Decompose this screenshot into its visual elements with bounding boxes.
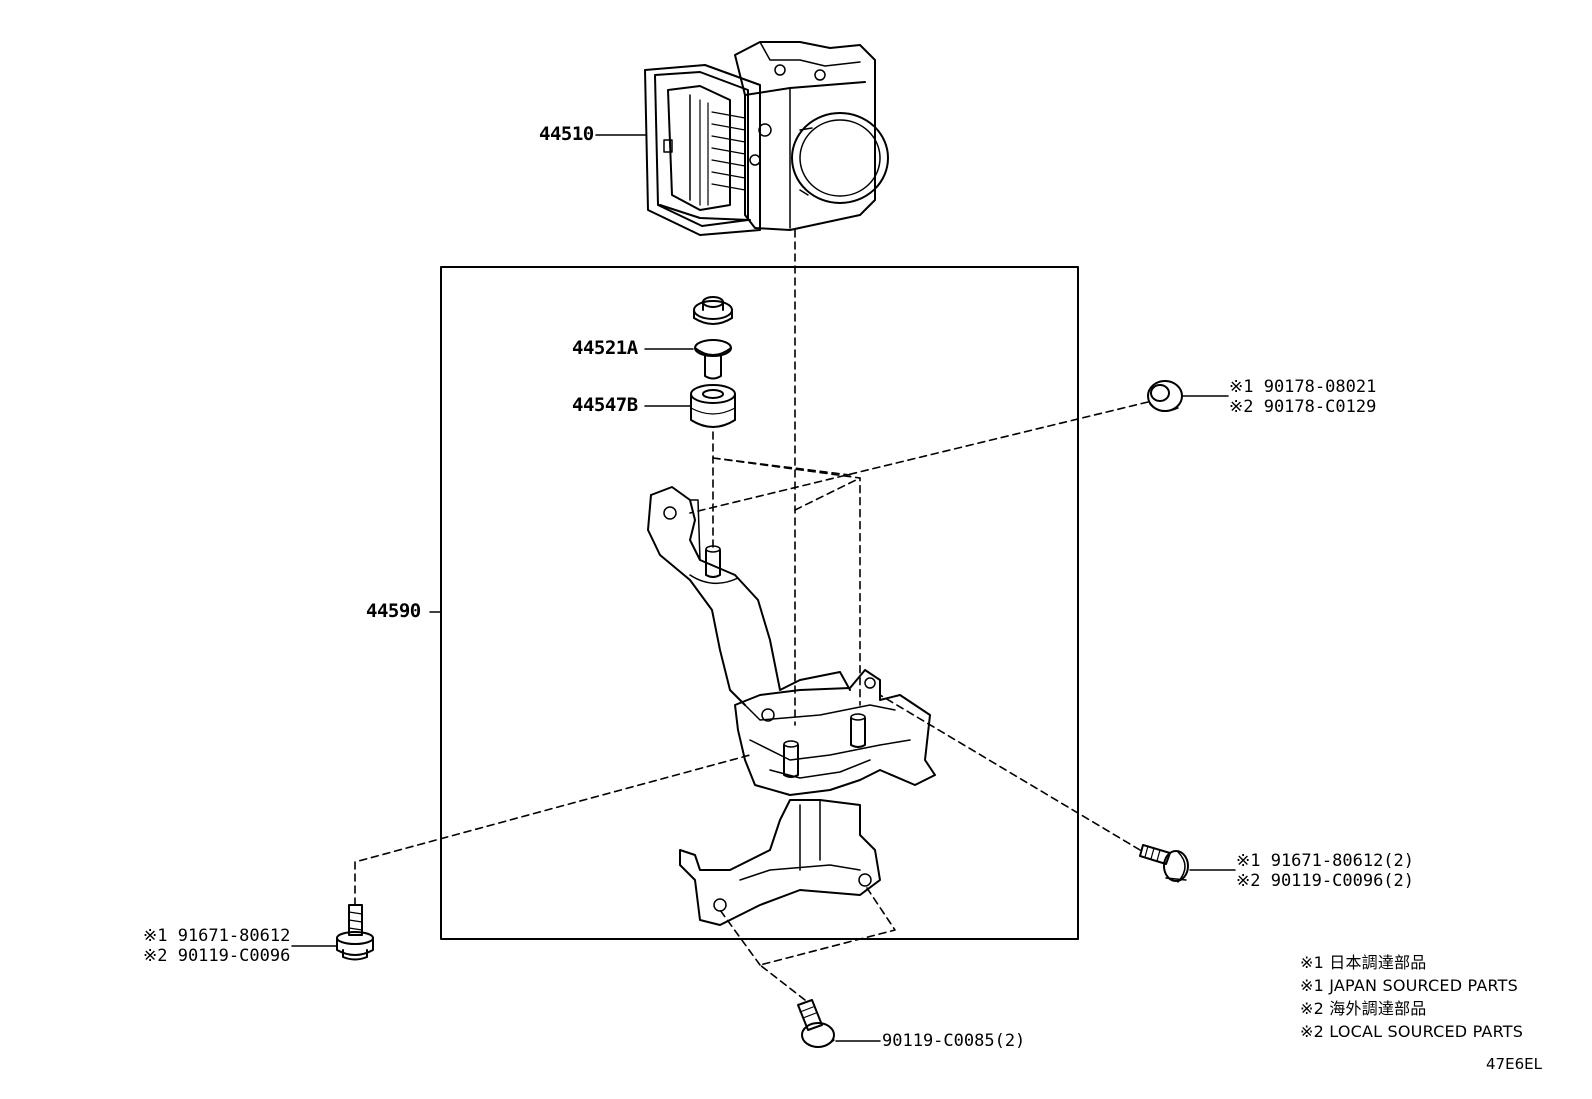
grommet-top-drawing — [693, 296, 733, 325]
note-1-jp: ※1 日本調達部品 — [1300, 953, 1427, 972]
bracket-44590-drawing — [647, 486, 936, 926]
note-2-jp: ※2 海外調達部品 — [1300, 999, 1427, 1018]
label-44510: 44510 — [539, 123, 594, 145]
bolt-bottom-drawing — [797, 999, 835, 1048]
cushion-44547b-drawing — [690, 384, 736, 428]
label-bolt-bottom: 90119-C0085(2) — [882, 1031, 1026, 1051]
label-bolt-left-1: ※1 91671-80612 — [143, 926, 291, 946]
label-nut-right-2: ※2 90178-C0129 — [1229, 397, 1377, 417]
bolt-right-drawing — [1139, 844, 1189, 883]
assembly-frame — [440, 266, 1079, 940]
label-44547b: 44547B — [572, 394, 638, 416]
diagram-code: 47E6EL — [1486, 1055, 1542, 1073]
label-44521a: 44521A — [572, 337, 638, 359]
label-bolt-right-2: ※2 90119-C0096(2) — [1236, 871, 1415, 891]
label-bolt-right-1: ※1 91671-80612(2) — [1236, 851, 1415, 871]
label-44590: 44590 — [366, 600, 421, 622]
dashed-assembly-lines — [354, 229, 1149, 1001]
collar-44521a-drawing — [694, 339, 732, 380]
bolt-left-drawing — [336, 904, 374, 961]
note-1-en: ※1 JAPAN SOURCED PARTS — [1300, 976, 1519, 995]
nut-right-drawing — [1147, 380, 1183, 412]
abs-actuator-drawing — [644, 41, 889, 236]
note-2-en: ※2 LOCAL SOURCED PARTS — [1300, 1022, 1524, 1041]
label-bolt-left-2: ※2 90119-C0096 — [143, 946, 291, 966]
leader-lines — [291, 134, 1236, 1042]
label-nut-right-1: ※1 90178-08021 — [1229, 377, 1377, 397]
